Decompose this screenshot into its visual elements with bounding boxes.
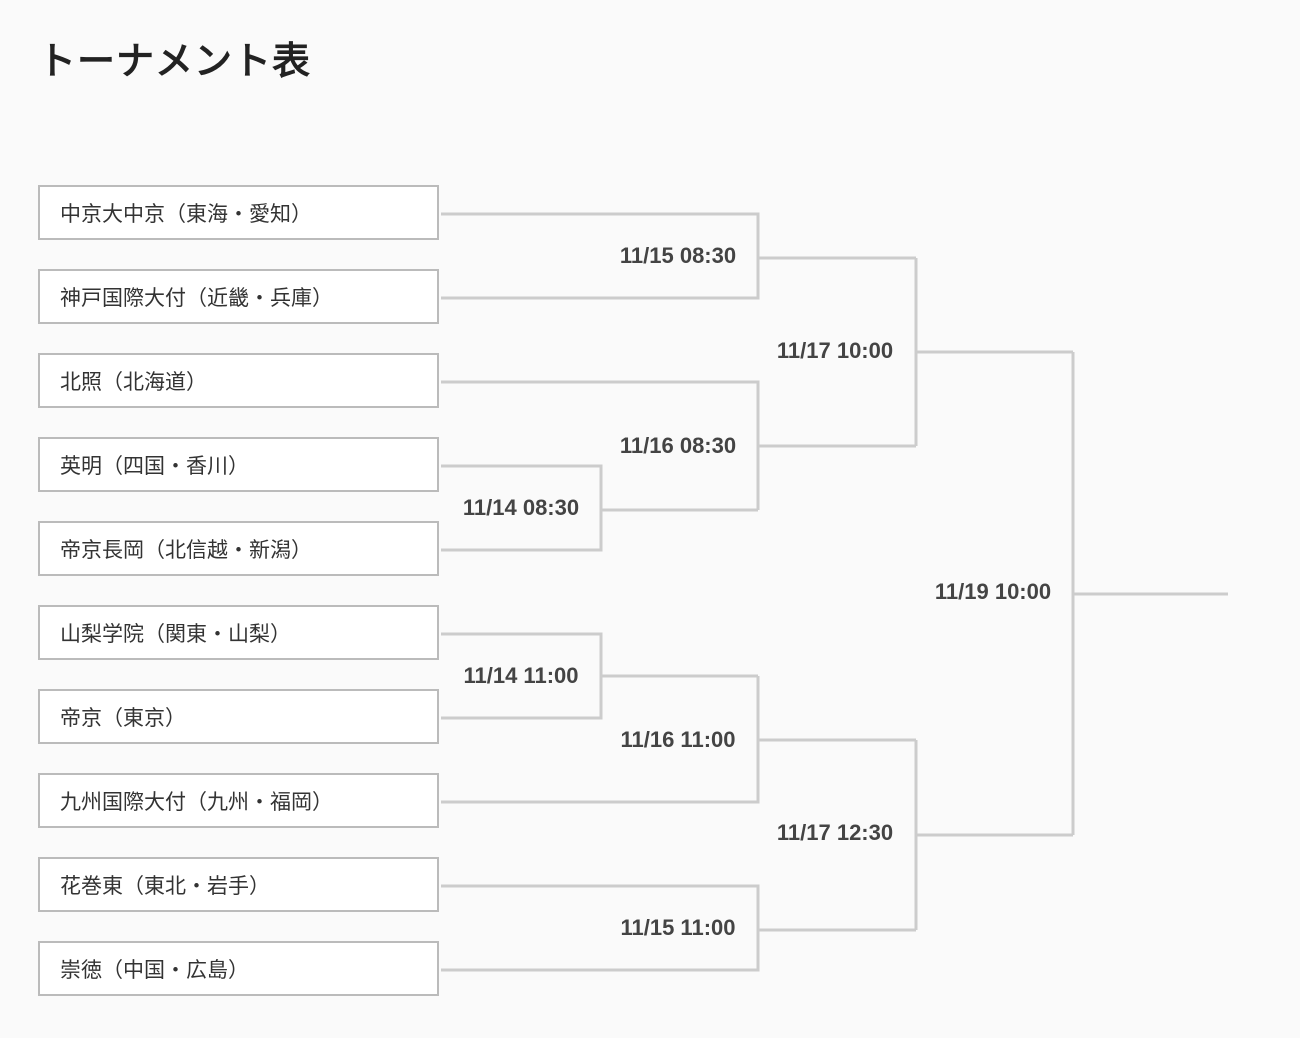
match-time: 11/16 11:00 [620,727,736,752]
bracket-qf4 [441,884,916,972]
match-time: 11/15 11:00 [620,915,736,940]
team-box: 帝京長岡（北信越・新潟） [38,521,439,576]
page-title: トーナメント表 [38,39,312,83]
bracket-qf2 [441,380,916,510]
team-box: 帝京（東京） [38,689,439,744]
team-box: 北照（北海道） [38,353,439,408]
team-box: 花巻東（東北・岩手） [38,857,439,912]
bracket-r1b [441,632,758,720]
match-time: 11/16 08:30 [619,433,737,458]
bracket-qf3 [441,676,916,804]
team-box: 崇徳（中国・広島） [38,941,439,996]
bracket-final [1071,352,1228,835]
team-box: 神戸国際大付（近畿・兵庫） [38,269,439,324]
match-time: 11/17 10:00 [776,338,894,363]
match-time: 11/17 12:30 [776,820,894,845]
team-box: 九州国際大付（九州・福岡） [38,773,439,828]
bracket-r1a [441,464,758,552]
match-time: 11/14 11:00 [463,663,579,688]
team-box: 山梨学院（関東・山梨） [38,605,439,660]
match-time: 11/19 10:00 [934,579,1052,604]
bracket-sf1 [914,258,1073,446]
match-time: 11/15 08:30 [619,243,737,268]
match-time: 11/14 08:30 [462,495,580,520]
bracket-sf2 [914,740,1073,930]
team-box: 英明（四国・香川） [38,437,439,492]
team-box: 中京大中京（東海・愛知） [38,185,439,240]
bracket-qf1 [441,212,916,300]
